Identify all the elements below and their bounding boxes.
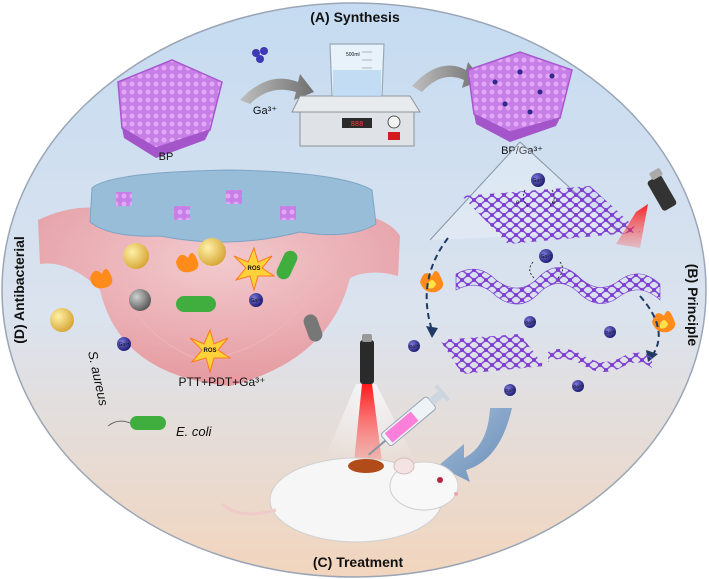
gallium-ion-icon: Ga³⁺	[531, 173, 545, 187]
fire-icon	[420, 270, 444, 293]
treatment-arrow	[438, 408, 512, 482]
svg-text:ROS: ROS	[203, 348, 216, 354]
principle-arrow-left	[425, 237, 449, 331]
electron-transfer-middle	[529, 261, 563, 279]
svg-text:Ga³⁺: Ga³⁺	[409, 344, 420, 349]
bp-patch	[116, 192, 132, 206]
bp-label: BP	[159, 151, 174, 163]
bp-sheet	[117, 59, 223, 158]
section-title-synthesis: (A) Synthesis	[310, 9, 400, 25]
svg-text:Ga³⁺: Ga³⁺	[541, 254, 552, 260]
section-title-principle: (B) Principle	[685, 264, 701, 347]
s-aureus-cell	[198, 238, 226, 266]
synthesis-arrow-1	[240, 74, 314, 104]
section-title-antibacterial: (D) Antibacterial	[11, 236, 27, 344]
mouse-wound	[348, 459, 384, 473]
gallium-ion-icon: Ga³⁺	[604, 326, 616, 338]
principle-arrow-right	[639, 295, 660, 357]
mouse-icon	[221, 457, 459, 543]
svg-text:Ga³⁺: Ga³⁺	[505, 388, 516, 393]
gallium-ion-icon: Ga³⁺	[524, 316, 536, 328]
laser-pointer-icon	[354, 334, 382, 462]
gallium-cluster-icon	[252, 47, 268, 63]
bp-lattice-bottom-left	[440, 334, 544, 374]
gallium-ion-icon: Ga³⁺	[572, 380, 584, 392]
bp-lattice-bottom-right	[548, 348, 652, 372]
electron-label: e⁻	[552, 200, 559, 206]
e-coli-legend-icon	[130, 416, 166, 430]
bp-patch	[174, 206, 190, 220]
svg-text:ROS: ROS	[247, 266, 260, 272]
bp-patch	[226, 190, 242, 204]
gallium-ion-icon: Ga³⁺	[408, 340, 420, 352]
bp-patch	[280, 206, 296, 220]
svg-text:Ga³⁺: Ga³⁺	[251, 298, 262, 304]
combo-therapy-label: PTT+PDT+Ga³⁺	[178, 375, 265, 389]
svg-text:Ga³⁺: Ga³⁺	[119, 342, 130, 348]
synthesis-arrow-2	[412, 62, 482, 92]
electron-label: e⁻	[516, 200, 523, 206]
svg-text:Ga³⁺: Ga³⁺	[573, 384, 584, 389]
svg-text:Ga³⁺: Ga³⁺	[605, 330, 616, 335]
gallium-ion-icon: Ga³⁺	[117, 337, 131, 351]
svg-text:Ga³⁺: Ga³⁺	[525, 320, 536, 325]
section-title-treatment: (C) Treatment	[313, 554, 404, 570]
dead-bacterium	[303, 314, 323, 342]
ga-ion-label: Ga³⁺	[253, 105, 277, 117]
e-coli-cell	[276, 250, 298, 280]
bp-lattice-top	[462, 186, 640, 244]
dead-bacterium	[129, 289, 151, 311]
electron-transfer-top	[522, 189, 555, 209]
s-aureus-cell	[123, 243, 149, 269]
bp-ga-sheet	[467, 51, 573, 142]
svg-text:888: 888	[351, 121, 364, 129]
hydrogel-layer	[89, 169, 377, 243]
ros-burst-icon: ROS	[189, 328, 232, 374]
magnetic-stirrer-icon: 888	[291, 95, 421, 147]
fire-icon	[176, 252, 199, 273]
gallium-ion-icon: Ga³⁺	[249, 293, 263, 307]
svg-text:Ga³⁺: Ga³⁺	[533, 178, 544, 184]
e-coli-cell	[176, 296, 216, 312]
gallium-ion-icon: Ga³⁺	[504, 384, 516, 396]
gallium-ion-icon: Ga³⁺	[539, 249, 553, 263]
bp-lattice-middle	[455, 267, 661, 305]
s-aureus-legend-icon	[50, 308, 74, 332]
ros-burst-icon: ROS	[233, 246, 276, 292]
laser-pointer-icon	[616, 168, 677, 248]
e-coli-label: E. coli	[176, 424, 213, 439]
fire-icon	[90, 268, 113, 289]
syringe-icon	[367, 384, 451, 456]
svg-text:500ml: 500ml	[346, 52, 360, 58]
beaker-icon: 500ml	[329, 43, 385, 97]
